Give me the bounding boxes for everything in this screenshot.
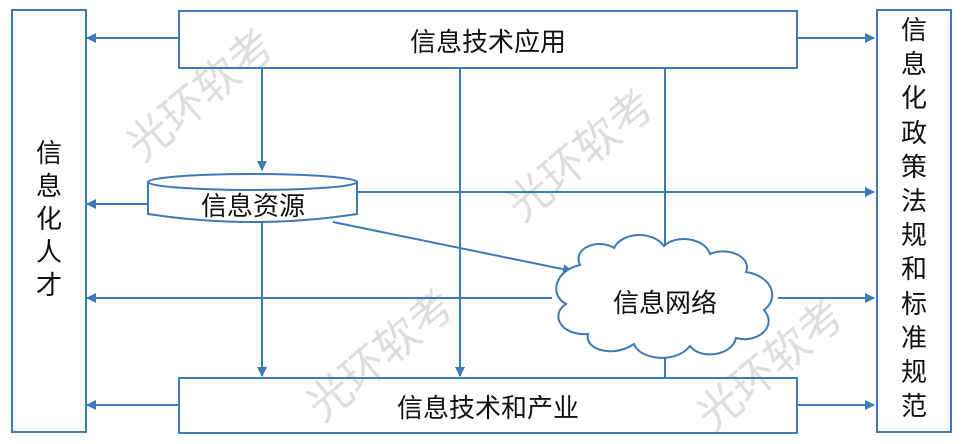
policy-char: 准 <box>900 323 927 354</box>
resource-cylinder <box>147 173 358 223</box>
arrow-resource-to-network <box>332 221 573 275</box>
box-it-application <box>178 10 798 69</box>
policy-char: 规 <box>900 221 927 252</box>
label-it-industry: 信息技术和产业 <box>396 394 579 424</box>
talent-char: 化 <box>35 205 62 235</box>
policy-char: 法 <box>900 187 927 218</box>
policy-char: 和 <box>900 255 927 286</box>
label-it-application: 信息技术应用 <box>409 28 566 58</box>
policy-char: 息 <box>900 50 927 81</box>
policy-char: 策 <box>900 152 927 183</box>
policy-char: 信 <box>900 16 927 46</box>
box-talent <box>11 9 87 433</box>
policy-char: 规 <box>900 358 927 389</box>
label-policy: 信息化政策法规和标准规范 <box>876 14 952 424</box>
box-policy <box>876 9 952 433</box>
label-info-network: 信息网络 <box>612 289 717 319</box>
talent-char: 才 <box>35 271 62 301</box>
box-it-industry <box>178 377 798 434</box>
talent-char: 息 <box>35 172 62 202</box>
label-talent: 信息化人才 <box>11 138 87 303</box>
policy-char: 范 <box>900 392 927 423</box>
policy-char: 化 <box>900 84 927 115</box>
talent-char: 信 <box>35 139 62 169</box>
talent-char: 人 <box>35 238 62 268</box>
network-cloud <box>555 233 774 359</box>
policy-char: 政 <box>900 118 927 149</box>
policy-char: 标 <box>900 289 927 320</box>
label-info-resource: 信息资源 <box>200 192 305 222</box>
